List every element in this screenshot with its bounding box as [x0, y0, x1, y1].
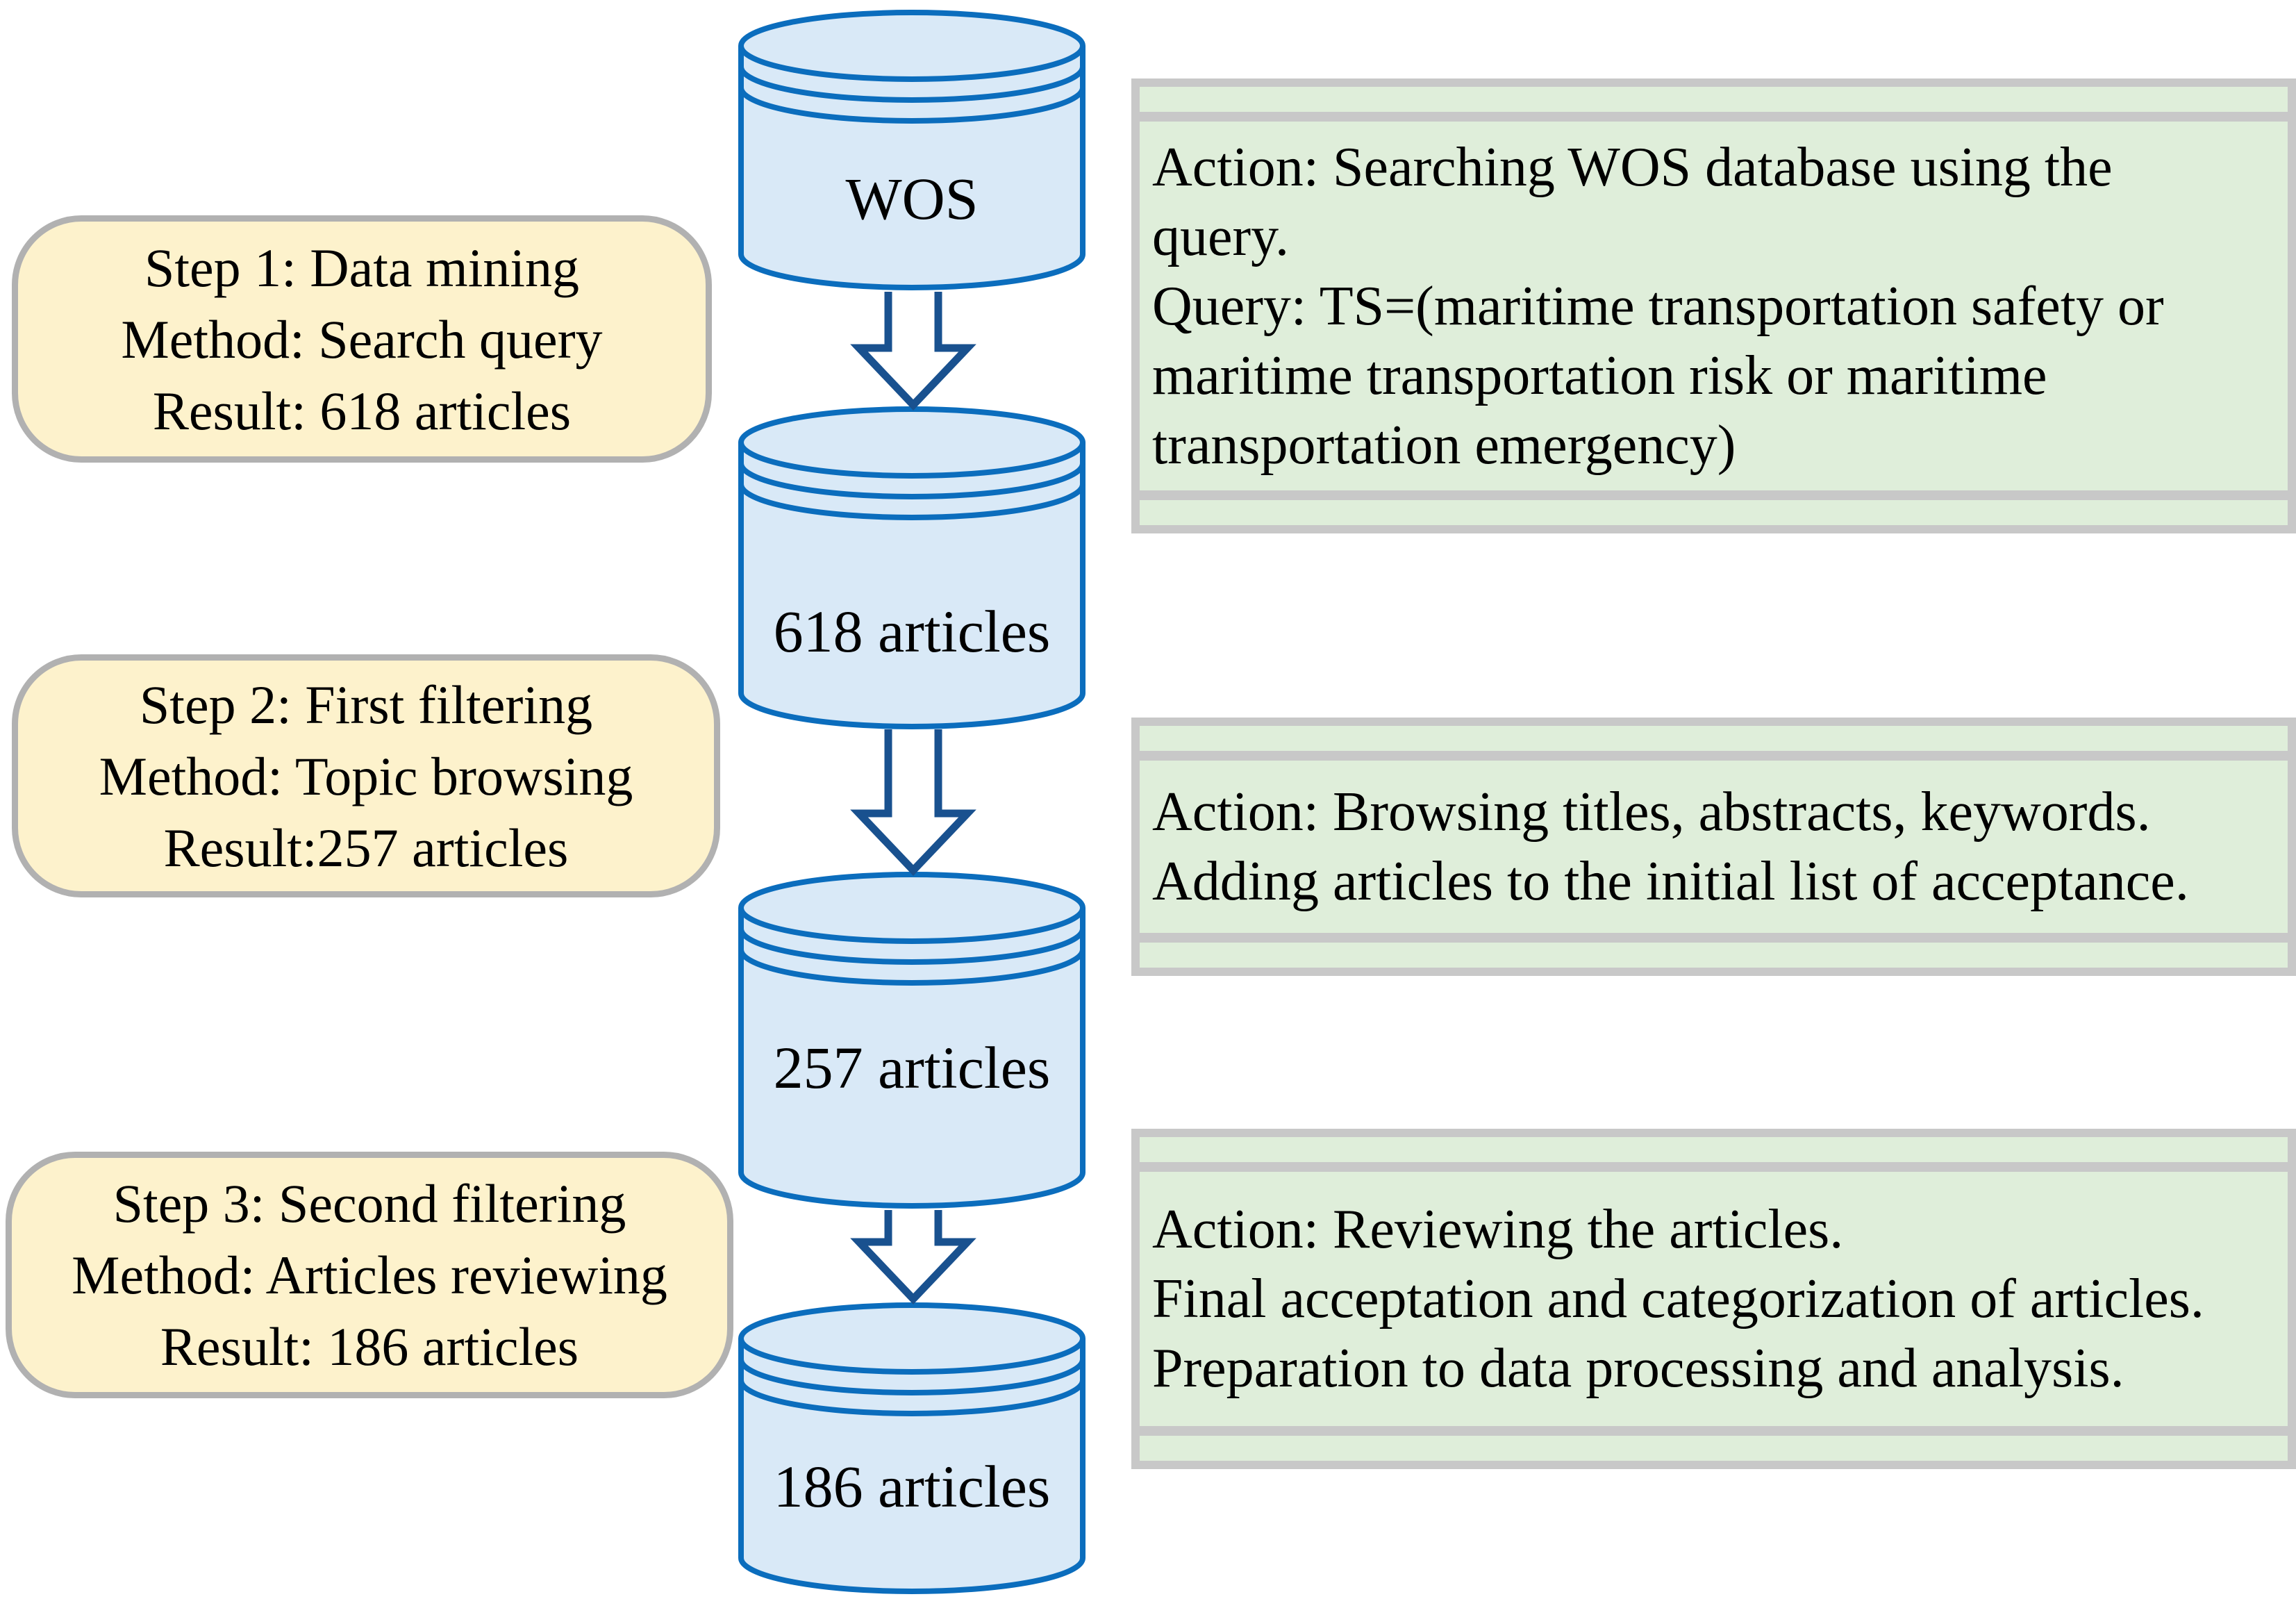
- step-line: Method: Topic browsing: [99, 745, 633, 806]
- action-line: Action: Browsing titles, abstracts, keyw…: [1152, 781, 2151, 843]
- action-1-box: Action: Searching WOS database using the…: [1131, 78, 2296, 533]
- action-line: maritime transportation risk or maritime: [1152, 345, 2047, 406]
- cylinder-top-ellipse: [738, 406, 1085, 479]
- action-2-box: Action: Browsing titles, abstracts, keyw…: [1131, 718, 2296, 976]
- action-1-text: Action: Searching WOS database using the…: [1140, 122, 2288, 490]
- cylinder-top-ellipse: [738, 872, 1085, 944]
- flow-arrow-3: [850, 1206, 976, 1304]
- action-line: Adding articles to the initial list of a…: [1152, 851, 2189, 912]
- cylinder-body: [738, 1339, 1085, 1594]
- flow-arrow-2: [850, 725, 976, 876]
- cylinder-top-ellipse: [738, 1302, 1085, 1375]
- action-line: transportation emergency): [1152, 414, 1736, 476]
- cylinder-body: [738, 908, 1085, 1209]
- green-strip: [1140, 943, 2288, 968]
- cylinder-ring: [738, 87, 1085, 124]
- action-line: Action: Searching WOS database using the: [1152, 136, 2113, 198]
- cylinder-ring: [738, 66, 1085, 103]
- cylinder-shape: [738, 10, 1085, 290]
- action-line: Query: TS=(maritime transportation safet…: [1152, 275, 2164, 337]
- step-3-box: Step 3: Second filtering Method: Article…: [6, 1152, 733, 1398]
- step-line: Method: Search query: [121, 308, 603, 370]
- step-line: Result:257 articles: [163, 817, 569, 878]
- articles-257-cylinder: 257 articles: [738, 872, 1085, 1209]
- down-arrow-icon: [850, 729, 976, 876]
- cylinder-ring: [738, 1380, 1085, 1416]
- green-strip: [1140, 726, 2288, 751]
- action-line: Preparation to data processing and analy…: [1152, 1338, 2124, 1399]
- green-strip: [1140, 87, 2288, 112]
- cylinder-top-ellipse: [738, 10, 1085, 82]
- action-3-box: Action: Reviewing the articles. Final ac…: [1131, 1129, 2296, 1469]
- cylinder-label: 618 articles: [773, 598, 1051, 665]
- wos-database-cylinder: WOS: [738, 10, 1085, 290]
- step-2-box: Step 2: First filtering Method: Topic br…: [12, 654, 720, 897]
- cylinder-shape: [738, 406, 1085, 729]
- step-line: Step 1: Data mining: [144, 237, 580, 298]
- step-line: Method: Articles reviewing: [72, 1245, 667, 1305]
- cylinder-ring: [738, 949, 1085, 986]
- cylinder-label: 257 articles: [773, 1034, 1051, 1101]
- action-3-text: Action: Reviewing the articles. Final ac…: [1140, 1172, 2288, 1426]
- down-arrow-icon: [850, 292, 976, 411]
- step-line: Result: 618 articles: [152, 380, 572, 441]
- cylinder-shape: [738, 1302, 1085, 1594]
- articles-618-cylinder: 618 articles: [738, 406, 1085, 729]
- cylinder-label: WOS: [845, 165, 979, 232]
- green-strip: [1140, 500, 2288, 525]
- cylinder-ring: [738, 928, 1085, 965]
- cylinder-body: [738, 46, 1085, 290]
- action-line: Final acceptation and categorization of …: [1152, 1268, 2204, 1329]
- flow-arrow-1: [850, 288, 976, 411]
- green-strip: [1140, 1436, 2288, 1461]
- action-2-text: Action: Browsing titles, abstracts, keyw…: [1140, 761, 2288, 933]
- cylinder-ring: [738, 483, 1085, 520]
- articles-186-cylinder: 186 articles: [738, 1302, 1085, 1594]
- action-line: Action: Reviewing the articles.: [1152, 1199, 1844, 1260]
- green-strip: [1140, 1137, 2288, 1162]
- step-line: Step 3: Second filtering: [113, 1173, 626, 1234]
- step-line: Result: 186 articles: [160, 1316, 579, 1377]
- step-line: Step 2: First filtering: [139, 674, 593, 735]
- cylinder-shape: [738, 872, 1085, 1209]
- action-line: query.: [1152, 206, 1289, 267]
- cylinder-label: 186 articles: [773, 1453, 1051, 1520]
- down-arrow-icon: [850, 1210, 976, 1304]
- cylinder-ring: [738, 463, 1085, 499]
- cylinder-ring: [738, 1359, 1085, 1395]
- step-1-box: Step 1: Data mining Method: Search query…: [12, 215, 712, 463]
